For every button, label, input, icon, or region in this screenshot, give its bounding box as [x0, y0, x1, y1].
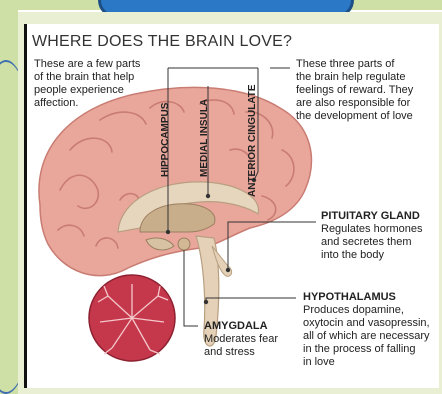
- hippocampus-label: HIPPOCAMPUS: [160, 103, 171, 177]
- anterior-cingulate-label: ANTERIOR CINGULATE: [247, 84, 258, 197]
- pituitary-annotation: PITUITARY GLAND Regulates hormones and s…: [321, 210, 423, 262]
- pituitary-dot: [226, 268, 230, 272]
- hippocampus-dot: [166, 230, 170, 234]
- hypothalamus-name: HYPOTHALAMUS: [303, 291, 430, 304]
- hypothalamus-dot: [204, 300, 208, 304]
- cerebrum: [39, 87, 311, 275]
- intro-left-text: These are a few parts of the brain that …: [34, 58, 140, 110]
- medial-insula-label: MEDIAL INSULA: [199, 99, 210, 177]
- insula-dot: [206, 194, 210, 198]
- diagram-title: WHERE DOES THE BRAIN LOVE?: [32, 33, 292, 51]
- amygdala-annotation: AMYGDALA Moderates fear and stress: [204, 320, 278, 359]
- intro-right-text: These three parts of the brain help regu…: [296, 58, 413, 123]
- pituitary-name: PITUITARY GLAND: [321, 210, 423, 223]
- amygdala-name: AMYGDALA: [204, 320, 278, 333]
- amygdala-shape: [178, 238, 190, 250]
- hypothalamus-annotation: HYPOTHALAMUS Produces dopamine, oxytocin…: [303, 291, 430, 369]
